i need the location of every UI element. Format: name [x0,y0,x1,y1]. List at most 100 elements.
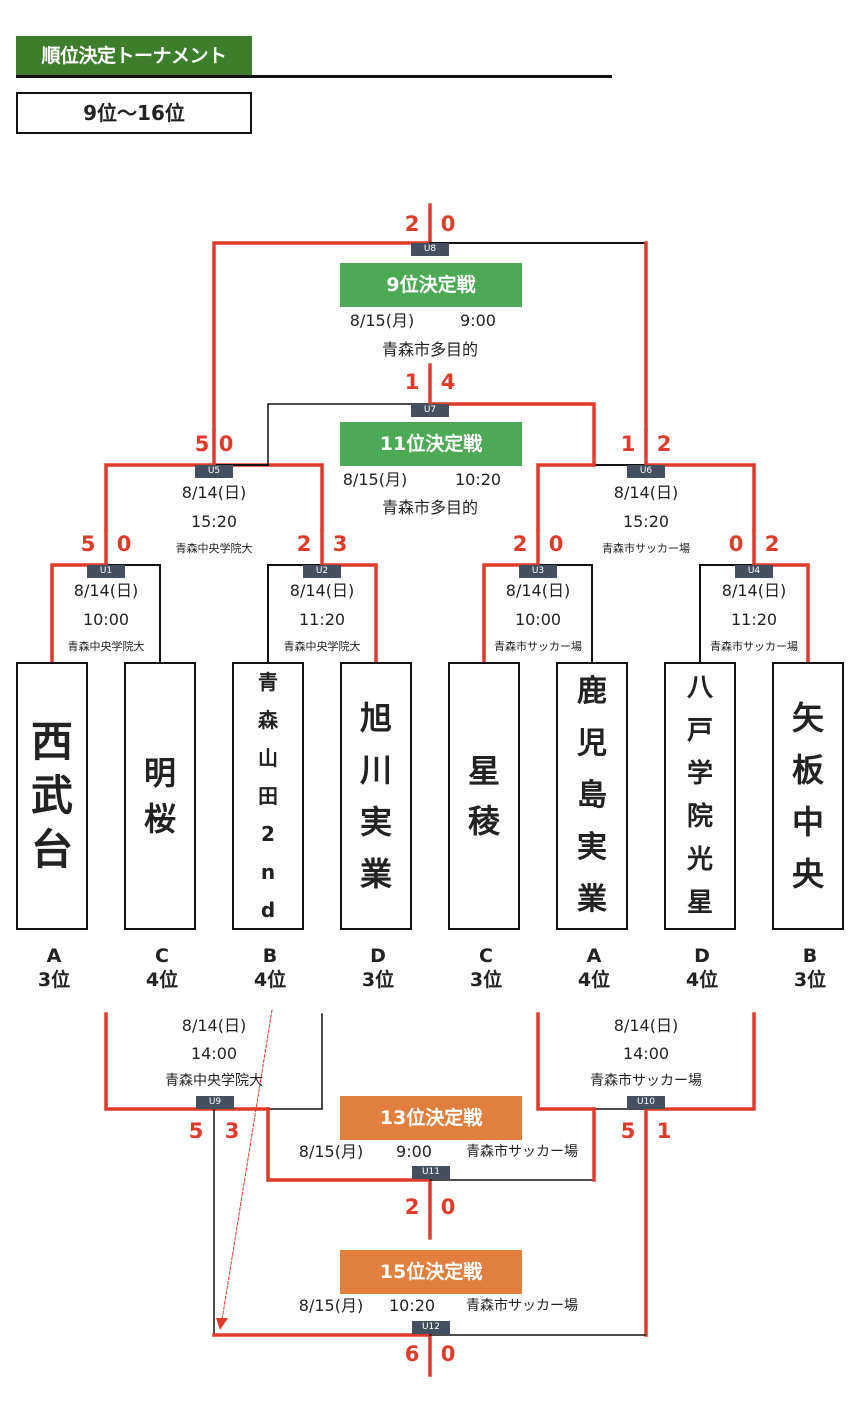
line-u6-loser [536,463,596,532]
match-u9-venue: 青森中央学院大 [165,1073,263,1089]
team-name-char: 西 [30,717,73,766]
team-box: 鹿児島実業 [556,662,628,930]
match-badge-u1: U1 [87,565,125,578]
match-badge-u12: U12 [412,1321,450,1334]
annotation-arrow-line [221,1009,273,1321]
team-name-char: 八 [686,673,713,703]
match-u8-title: 9位決定戦 [340,263,522,307]
score-u11-left: 2 [404,1195,420,1219]
match-u11-venue: 青森市サッカー場 [466,1144,578,1160]
team-name-char: 鹿 [577,674,607,709]
team-box: 旭川実業 [340,662,412,930]
match-u5-date: 8/14(日) [181,483,247,502]
match-u10-venue: 青森市サッカー場 [590,1073,702,1089]
line-u4-winner [752,528,810,664]
team-name-char: n [260,860,276,884]
team-name: 西武台 [31,715,73,877]
team-name: 鹿児島実業 [577,666,607,926]
team-name-char: 中 [791,803,824,841]
match-u8-venue: 青森市多目的 [381,340,478,359]
match-u11-date: 8/15(月) [298,1142,364,1161]
score-u7-left: 1 [404,370,420,394]
match-u11-title: 13位決定戦 [340,1096,522,1140]
score-u11-right: 0 [440,1195,456,1219]
match-u1-date: 8/14(日) [73,581,139,600]
match-u8-date: 8/15(月) [349,311,415,330]
match-u4-time: 11:20 [730,610,778,629]
team-name-char: 田 [258,784,278,808]
match-u4-venue: 青森市サッカー場 [710,640,798,653]
match-u12-venue: 青森市サッカー場 [466,1298,578,1314]
team-box: 矢板中央 [772,662,844,930]
line-u10-right [644,1012,756,1337]
match-u6-venue: 青森市サッカー場 [602,542,690,555]
team-name-char: 学 [686,759,713,789]
match-u2-time: 11:20 [298,610,346,629]
team-name: 矢板中央 [792,692,824,900]
team-name-char: 明 [143,754,176,792]
team-name-char: 矢 [791,699,824,737]
team-name-char: 旭 [359,699,392,737]
match-u2-date: 8/14(日) [289,581,355,600]
team-name-char: 実 [577,830,607,865]
score-u12-right: 0 [440,1342,456,1366]
team-name-char: d [260,898,276,922]
title-underline [16,75,612,78]
score-u1-left: 5 [80,532,96,556]
score-u1-right: 0 [116,532,132,556]
match-u5-time: 15:20 [190,512,238,531]
match-badge-u2: U2 [303,565,341,578]
line-u12-left [212,1333,432,1377]
match-u1-venue: 青森中央学院大 [67,640,145,653]
match-u3-time: 10:00 [514,610,562,629]
match-u6-date: 8/14(日) [613,483,679,502]
team-box: 西武台 [16,662,88,930]
team-name: 旭川実業 [360,692,392,900]
team-name-char: 実 [359,803,392,841]
team-name-char: 児 [577,726,607,761]
match-u2-venue: 青森中央学院大 [283,640,361,653]
team-name-char: 院 [686,802,713,832]
match-u3-date: 8/14(日) [505,581,571,600]
match-u9-time: 14:00 [190,1044,238,1063]
line-u1-winner [50,528,108,664]
score-u4-left: 0 [728,532,744,556]
score-u10-right: 1 [656,1119,672,1143]
match-badge-u5: U5 [195,465,233,478]
match-badge-u9: U9 [196,1096,234,1109]
line-u11-left [266,1107,432,1240]
score-u7-right: 4 [440,370,456,394]
score-u6-left: 1 [620,432,636,456]
match-u4-date: 8/14(日) [721,581,787,600]
team-name-char: 島 [577,778,607,813]
score-u6-right: 2 [656,432,672,456]
team-name: 星稜 [468,746,500,846]
team-name: 明桜 [144,750,176,842]
team-name-char: 央 [791,855,824,893]
team-name-char: 星 [467,752,500,790]
annotation-arrowhead [216,1318,228,1330]
match-badge-u6: U6 [627,465,665,478]
match-u3-venue: 青森市サッカー場 [494,640,582,653]
score-u5-right: 0 [218,432,234,456]
line-u3-winner [482,528,540,664]
line-u10-left [536,1012,596,1111]
match-u10-time: 14:00 [622,1044,670,1063]
team-name-char: 武 [30,771,73,820]
line-u8-left [212,203,432,432]
score-u2-left: 2 [296,532,312,556]
match-u7-title: 11位決定戦 [340,422,522,466]
team-name-char: 戸 [686,716,713,746]
match-u6-time: 15:20 [622,512,670,531]
line-u2-winner [320,528,378,664]
score-u5-left: 5 [194,432,210,456]
score-u4-right: 2 [764,532,780,556]
